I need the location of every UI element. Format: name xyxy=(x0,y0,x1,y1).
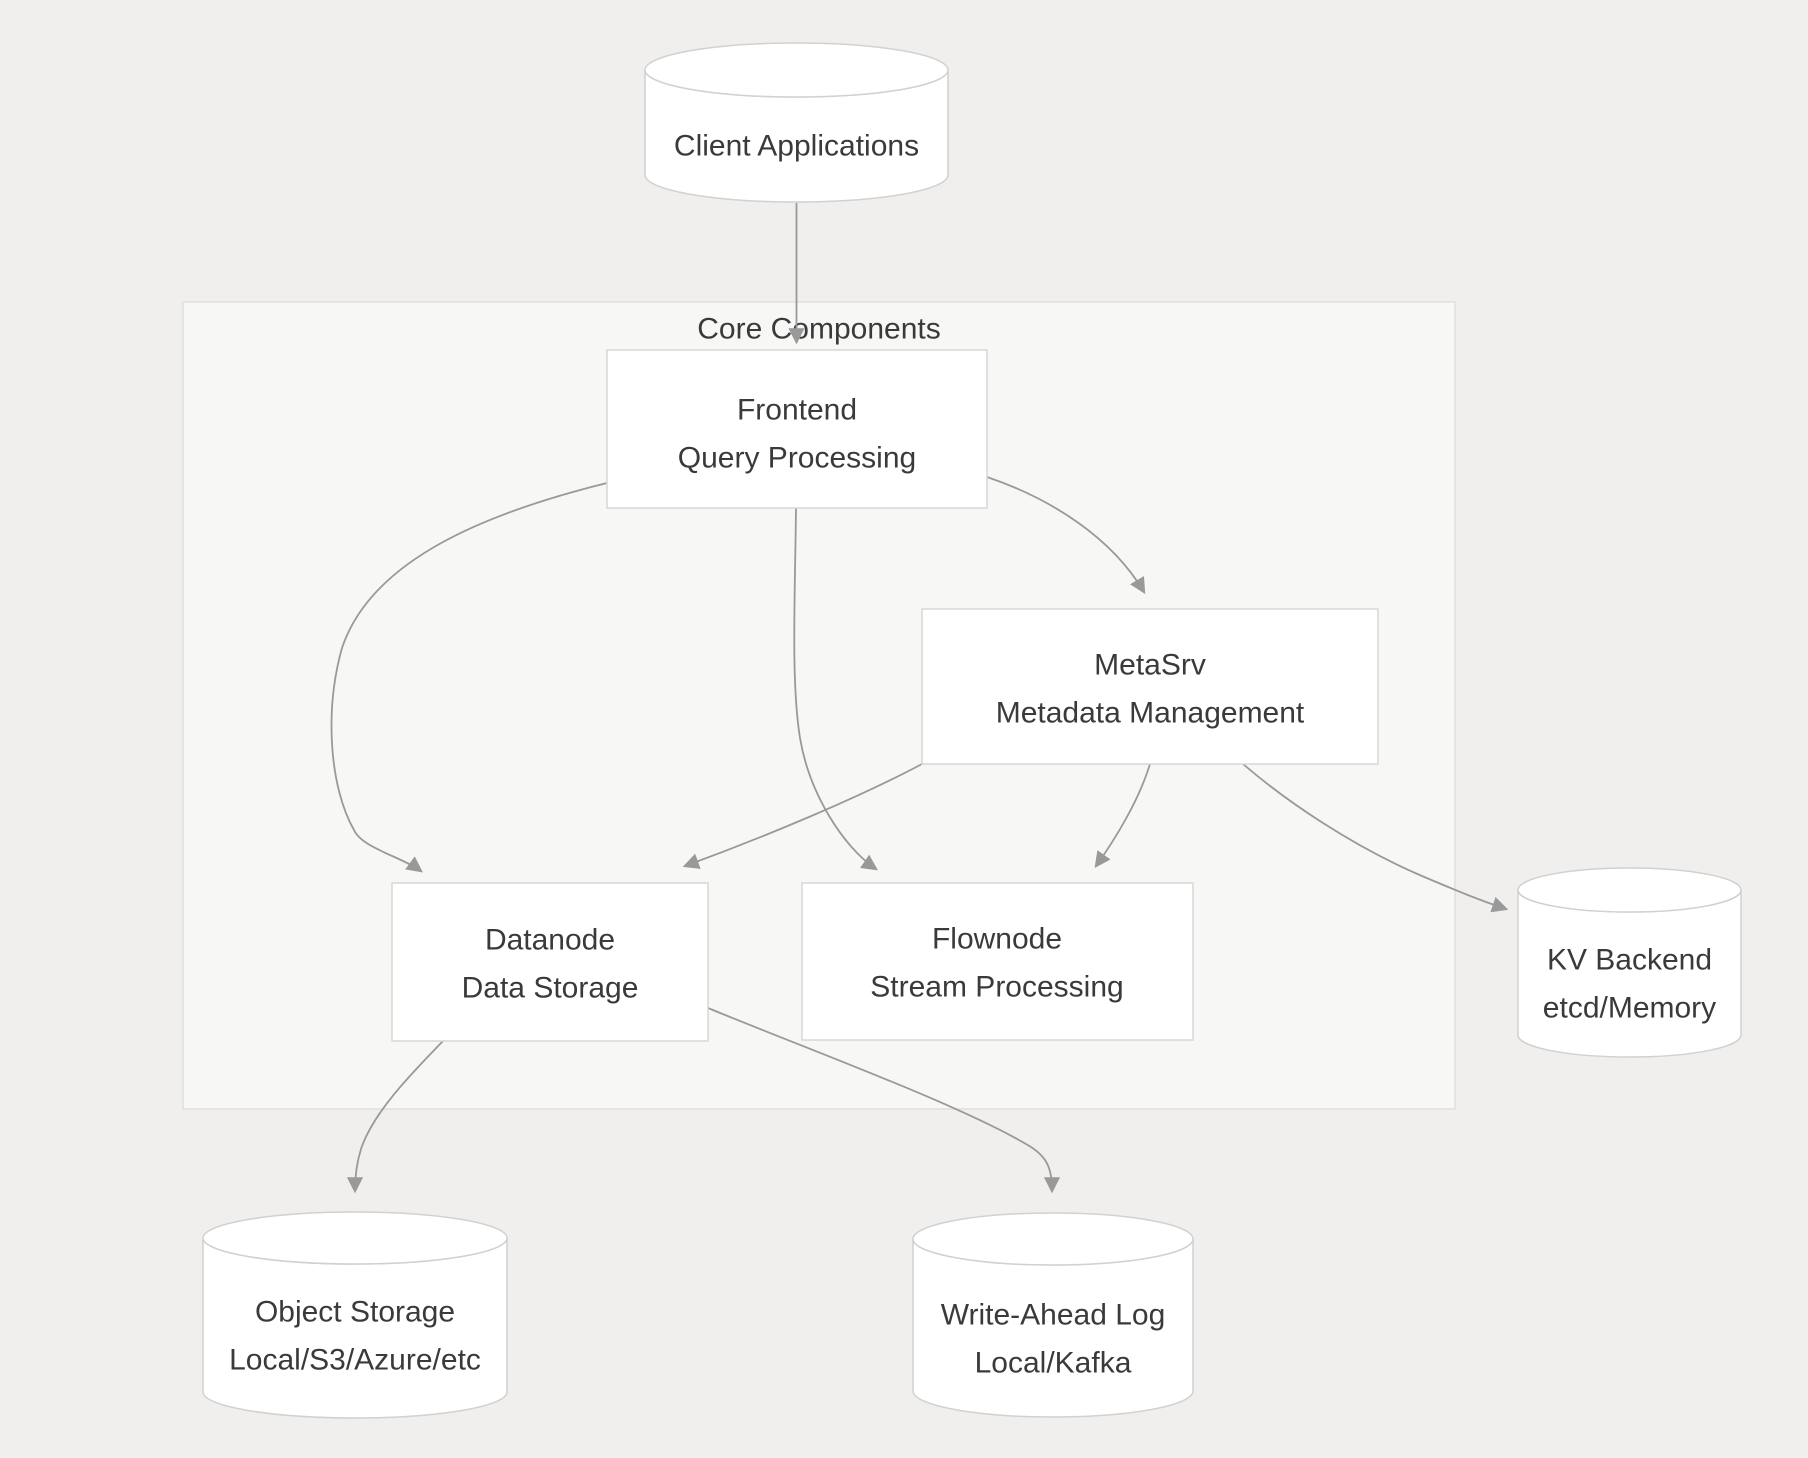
flownode-title: Flownode xyxy=(932,923,1062,956)
flownode-subtitle: Stream Processing xyxy=(870,971,1123,1004)
object-storage-cylinder-top xyxy=(202,1211,508,1265)
edge-datanode-to-write-ahead-log xyxy=(707,1007,1061,1194)
metasrv-subtitle: Metadata Management xyxy=(996,697,1305,730)
datanode-title: Datanode xyxy=(485,924,615,957)
datanode-box xyxy=(391,882,709,1042)
flownode-node: Flownode Stream Processing xyxy=(801,882,1194,1041)
frontend-title: Frontend xyxy=(737,394,857,427)
client-applications-cylinder-top xyxy=(644,42,949,98)
write-ahead-log-subtitle: Local/Kafka xyxy=(975,1347,1132,1380)
kv-backend-title: KV Backend xyxy=(1547,944,1712,977)
frontend-node: Frontend Query Processing xyxy=(606,349,988,509)
datanode-subtitle: Data Storage xyxy=(462,972,639,1005)
edge-metasrv-to-datanode xyxy=(682,763,923,869)
datanode-node: Datanode Data Storage xyxy=(391,882,709,1042)
edge-frontend-to-flownode xyxy=(793,507,879,871)
metasrv-node: MetaSrv Metadata Management xyxy=(921,608,1379,765)
object-storage-title: Object Storage xyxy=(255,1296,455,1329)
edge-metasrv-to-kv-backend xyxy=(1242,763,1509,913)
flownode-box xyxy=(801,882,1194,1041)
kv-backend-cylinder-top xyxy=(1517,867,1742,913)
core-components-label: Core Components xyxy=(697,313,940,346)
edges-layer xyxy=(330,203,1509,1194)
metasrv-title: MetaSrv xyxy=(1094,649,1206,682)
write-ahead-log-title: Write-Ahead Log xyxy=(941,1299,1166,1332)
edge-frontend-to-datanode xyxy=(330,482,608,873)
frontend-subtitle: Query Processing xyxy=(678,442,916,475)
kv-backend-subtitle: etcd/Memory xyxy=(1543,992,1716,1025)
frontend-box xyxy=(606,349,988,509)
client-applications-node: Client Applications xyxy=(644,42,949,203)
edge-datanode-to-object-storage xyxy=(346,1040,444,1194)
object-storage-subtitle: Local/S3/Azure/etc xyxy=(229,1344,481,1377)
object-storage-node: Object Storage Local/S3/Azure/etc xyxy=(202,1211,508,1419)
write-ahead-log-cylinder-top xyxy=(912,1212,1194,1266)
metasrv-box xyxy=(921,608,1379,765)
client-applications-label: Client Applications xyxy=(674,130,919,163)
edge-frontend-to-metasrv xyxy=(986,476,1146,595)
edge-metasrv-to-flownode xyxy=(1094,763,1151,868)
write-ahead-log-node: Write-Ahead Log Local/Kafka xyxy=(912,1212,1194,1418)
kv-backend-node: KV Backend etcd/Memory xyxy=(1517,867,1742,1058)
